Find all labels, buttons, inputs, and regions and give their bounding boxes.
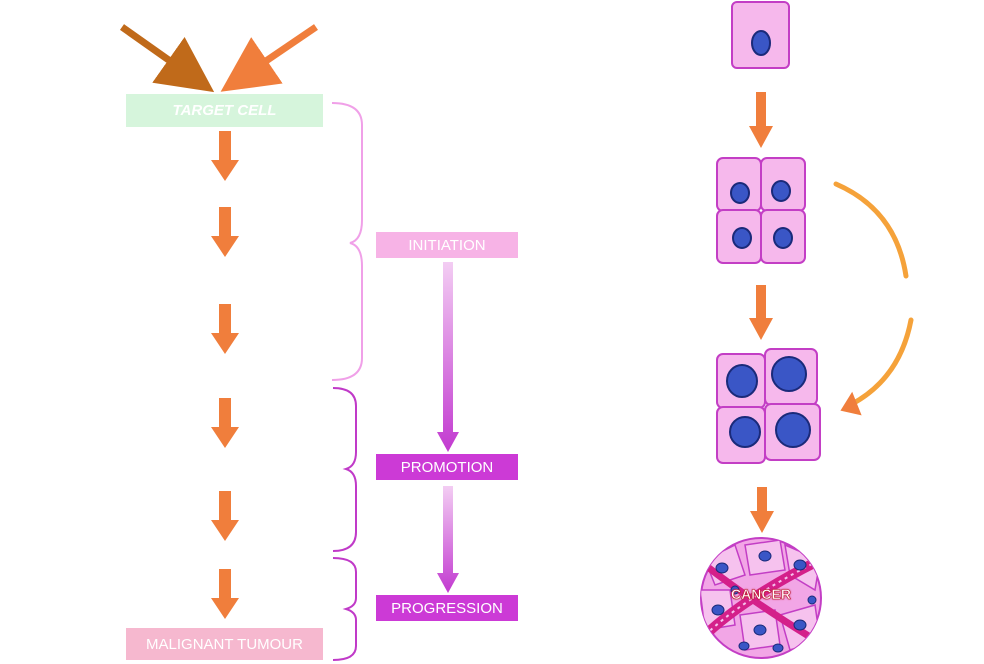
down-arrow [211,304,239,354]
down-arrow [211,398,239,448]
nucleus [771,356,807,392]
down-arrow [749,285,773,340]
nucleus [732,227,752,249]
promotion-to-progression-arrow [437,486,459,593]
bypass-arrowhead [840,391,862,416]
nucleus [729,416,761,448]
nucleus [730,182,750,204]
cell-cluster-initiated [716,157,806,264]
nucleus [773,227,793,249]
converging-arrows [119,24,318,93]
down-arrow [211,131,239,181]
cancer-tissue [700,537,822,659]
left-arrow-column [211,131,239,619]
progression-label: PROGRESSION [376,595,518,621]
cancer-label: CANCER [731,586,791,603]
down-arrow [211,491,239,541]
initiation-to-promotion-arrow [437,262,459,452]
nucleus [771,180,791,202]
nucleus [775,412,811,448]
right-arrow-column [749,92,774,533]
initiation-brace [331,102,363,381]
down-arrow [750,487,774,533]
promotion-label: PROMOTION [376,454,518,480]
promotion-brace [332,387,357,552]
nucleus [751,30,771,56]
down-arrow [211,207,239,257]
malignant-tumour-label: MALIGNANT TUMOUR [126,628,323,660]
phase-arrows [437,262,459,593]
left-converging-arrow [119,24,215,93]
nucleus [726,364,758,398]
stage-braces [331,102,363,661]
progression-brace [332,557,357,661]
bypass-arrow-upper [833,181,909,279]
initiation-label: INITIATION [376,232,518,258]
bypass-arrow-lower [849,317,914,407]
down-arrow [749,92,773,148]
cell-cluster-promoted [716,348,821,464]
bypass-arrow [833,181,914,416]
right-converging-arrow [220,24,318,92]
down-arrow [211,569,239,619]
target-cell-label: TARGET CELL [126,94,323,127]
single-target-cell [731,1,790,69]
